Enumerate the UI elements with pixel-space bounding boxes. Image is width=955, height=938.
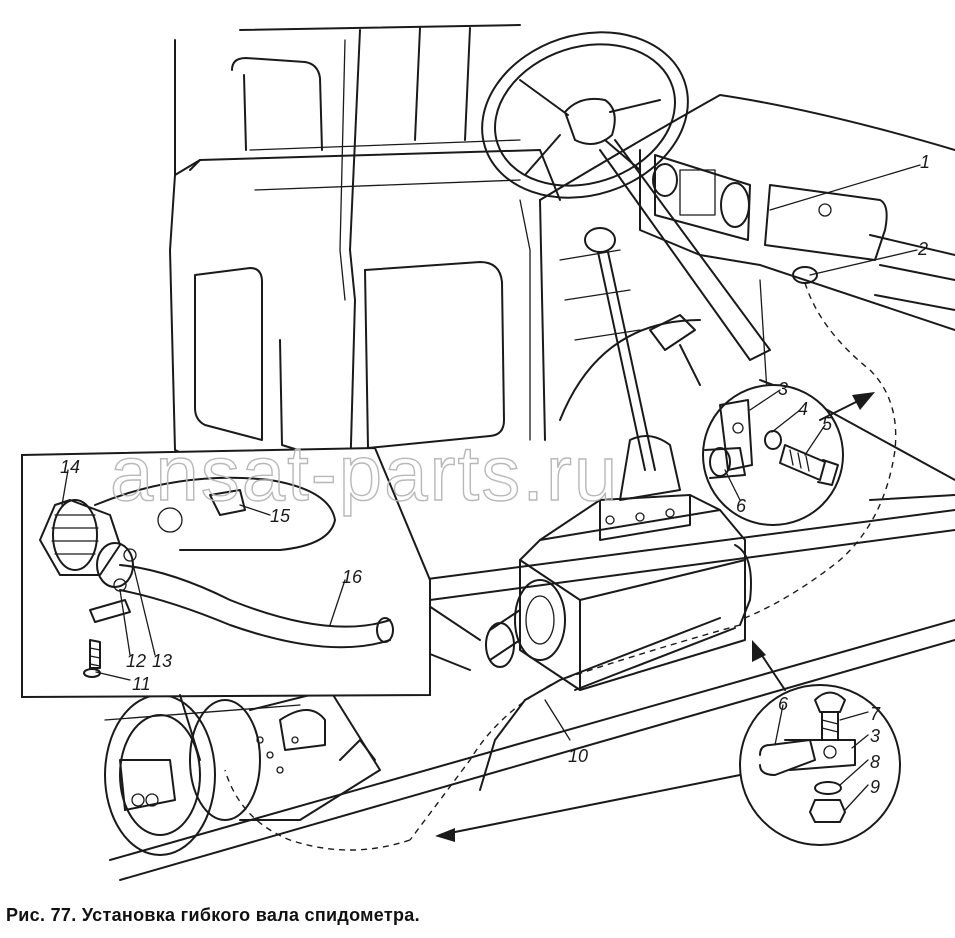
caption-text: Установка гибкого вала спидометра. — [81, 905, 420, 925]
arrows — [179, 392, 875, 842]
inset-panel — [21, 446, 431, 699]
callout-11: 11 — [132, 674, 151, 694]
dashboard — [539, 94, 955, 331]
gearbox — [419, 494, 752, 691]
callout-12: 12 — [126, 651, 146, 671]
gear-lever — [584, 227, 681, 501]
callout-3-upper: 3 — [778, 379, 788, 399]
callout-16: 16 — [342, 567, 363, 587]
callout-14: 14 — [60, 457, 80, 477]
transfer-case — [104, 689, 381, 856]
watermark: ansat-parts.ru — [110, 429, 619, 517]
callout-labels: 1 2 3 4 5 6 7 3 6 8 9 10 11 12 13 14 15 … — [60, 152, 930, 797]
callout-2: 2 — [917, 239, 928, 259]
arrow-head-lower — [752, 640, 766, 662]
callout-9: 9 — [870, 777, 880, 797]
callout-1: 1 — [920, 152, 930, 172]
detail-circle-lower — [739, 684, 901, 846]
figure-caption: Рис. 77. Установка гибкого вала спидомет… — [6, 905, 420, 926]
detail-circle-upper — [702, 384, 844, 526]
steering-wheel — [481, 31, 771, 361]
arrow-head-left — [435, 828, 455, 842]
callout-8: 8 — [870, 752, 880, 772]
callout-6-lower: 6 — [778, 694, 789, 714]
speedometer-cable — [224, 282, 897, 851]
callout-3-lower: 3 — [870, 726, 880, 746]
callout-7: 7 — [870, 704, 881, 724]
callout-13: 13 — [152, 651, 172, 671]
floor-pedals — [559, 249, 771, 441]
callout-4: 4 — [798, 399, 808, 419]
callout-10: 10 — [568, 746, 588, 766]
arrow-head-upper — [852, 392, 875, 410]
caption-label: Рис. 77. — [6, 905, 82, 925]
leader-lines — [61, 164, 921, 811]
callout-15: 15 — [270, 506, 291, 526]
callout-6-upper: 6 — [736, 496, 747, 516]
callout-5: 5 — [822, 414, 833, 434]
